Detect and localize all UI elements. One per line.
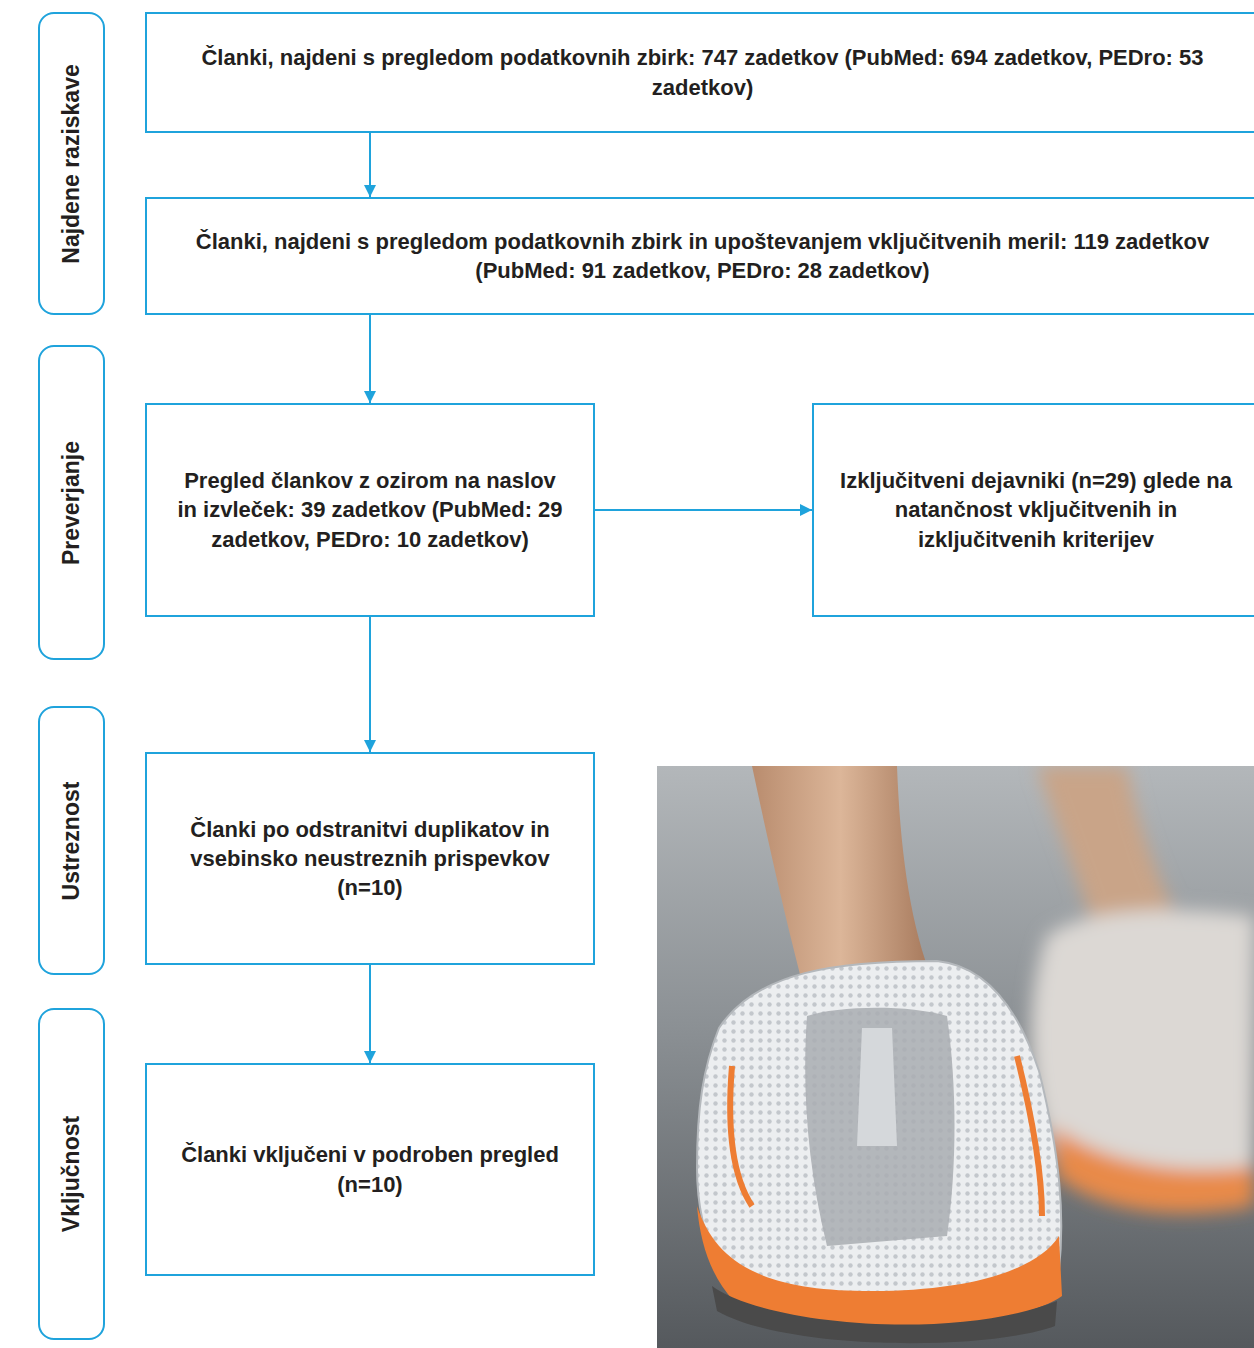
process-box: Izključitveni dejavniki (n=29) glede na … <box>812 403 1254 617</box>
background-shoe <box>1031 766 1254 1213</box>
photo-background <box>657 766 1254 1348</box>
process-box: Članki po odstranitvi duplikatov in vseb… <box>145 752 595 965</box>
orange-trim <box>1017 1056 1042 1216</box>
flow-arrow <box>369 315 371 403</box>
heel-tab <box>857 1028 897 1146</box>
stage-label: Ustreznost <box>59 781 84 900</box>
box-text: Pregled člankov z ozirom na naslov in iz… <box>173 466 567 553</box>
orange-trim <box>730 1066 752 1206</box>
box-text: Izključitveni dejavniki (n=29) glede na … <box>840 466 1232 553</box>
box-text: Članki, najdeni s pregledom podatkovnih … <box>173 43 1232 101</box>
stage-band: Vključnost <box>38 1008 105 1340</box>
shoe-photo-part <box>1052 1126 1254 1213</box>
heel-counter <box>805 1008 954 1246</box>
flow-arrow <box>369 617 371 752</box>
process-box: Pregled člankov z ozirom na naslov in iz… <box>145 403 595 617</box>
box-text: Članki po odstranitvi duplikatov in vseb… <box>173 815 567 902</box>
process-box: Članki, najdeni s pregledom podatkovnih … <box>145 12 1254 133</box>
outsole <box>712 1286 1057 1343</box>
stage-label: Preverjanje <box>59 440 84 564</box>
running-shoe-photo <box>657 766 1254 1348</box>
process-box: Članki vključeni v podroben pregled (n=1… <box>145 1063 595 1276</box>
box-text: Članki, najdeni s pregledom podatkovnih … <box>173 227 1232 285</box>
stage-band: Preverjanje <box>38 345 105 660</box>
stage-band: Najdene raziskave <box>38 12 105 315</box>
flow-arrow <box>369 133 371 197</box>
box-text: Članki vključeni v podroben pregled (n=1… <box>173 1140 567 1198</box>
stage-band: Ustreznost <box>38 706 105 975</box>
stage-label: Vključnost <box>59 1116 84 1232</box>
stage-label: Najdene raziskave <box>59 64 84 263</box>
process-box: Članki, najdeni s pregledom podatkovnih … <box>145 197 1254 315</box>
flow-arrow <box>595 509 812 511</box>
flow-arrow <box>369 965 371 1063</box>
